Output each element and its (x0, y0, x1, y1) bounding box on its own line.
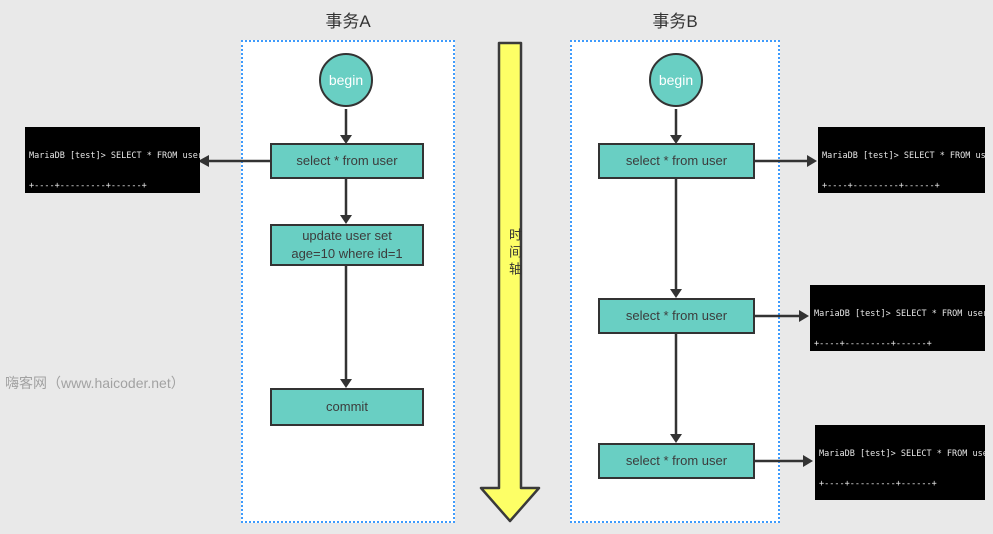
terminal-line: MariaDB [test]> SELECT * FROM user; (29, 150, 200, 161)
terminal-output-right-bottom: MariaDB [test]> SELECT * FROM user; +---… (815, 425, 985, 500)
transaction-a-begin-node: begin (319, 53, 373, 107)
terminal-line: +----+---------+------+ (814, 339, 932, 350)
transaction-b-begin-node: begin (649, 53, 703, 107)
terminal-line: +----+---------+------+ (29, 181, 147, 192)
terminal-line: +----+---------+------+ (819, 479, 937, 490)
terminal-output-right-middle: MariaDB [test]> SELECT * FROM user; +---… (810, 285, 985, 351)
transaction-a-step-select: select * from user (270, 143, 424, 179)
timeline-label: 时间轴 (507, 228, 522, 279)
terminal-line: MariaDB [test]> SELECT * FROM user; (822, 150, 985, 161)
terminal-line: MariaDB [test]> SELECT * FROM user; (819, 448, 985, 459)
transaction-b-step-select-1: select * from user (598, 143, 755, 179)
timeline-arrow (479, 41, 541, 523)
transaction-b-step-select-3: select * from user (598, 443, 755, 479)
transaction-a-title: 事务A (325, 12, 371, 31)
transaction-b-title: 事务B (652, 12, 698, 31)
transaction-a-step-commit: commit (270, 388, 424, 426)
watermark-text: 嗨客网（www.haicoder.net） (5, 375, 185, 391)
transaction-b-step-select-2: select * from user (598, 298, 755, 334)
terminal-output-left: MariaDB [test]> SELECT * FROM user; +---… (25, 127, 200, 193)
terminal-line: +----+---------+------+ (822, 181, 940, 192)
terminal-output-right-top: MariaDB [test]> SELECT * FROM user; +---… (818, 127, 985, 193)
transaction-a-step-update: update user set age=10 where id=1 (270, 224, 424, 266)
terminal-line: MariaDB [test]> SELECT * FROM user; (814, 308, 985, 319)
transaction-a-container (241, 40, 455, 523)
